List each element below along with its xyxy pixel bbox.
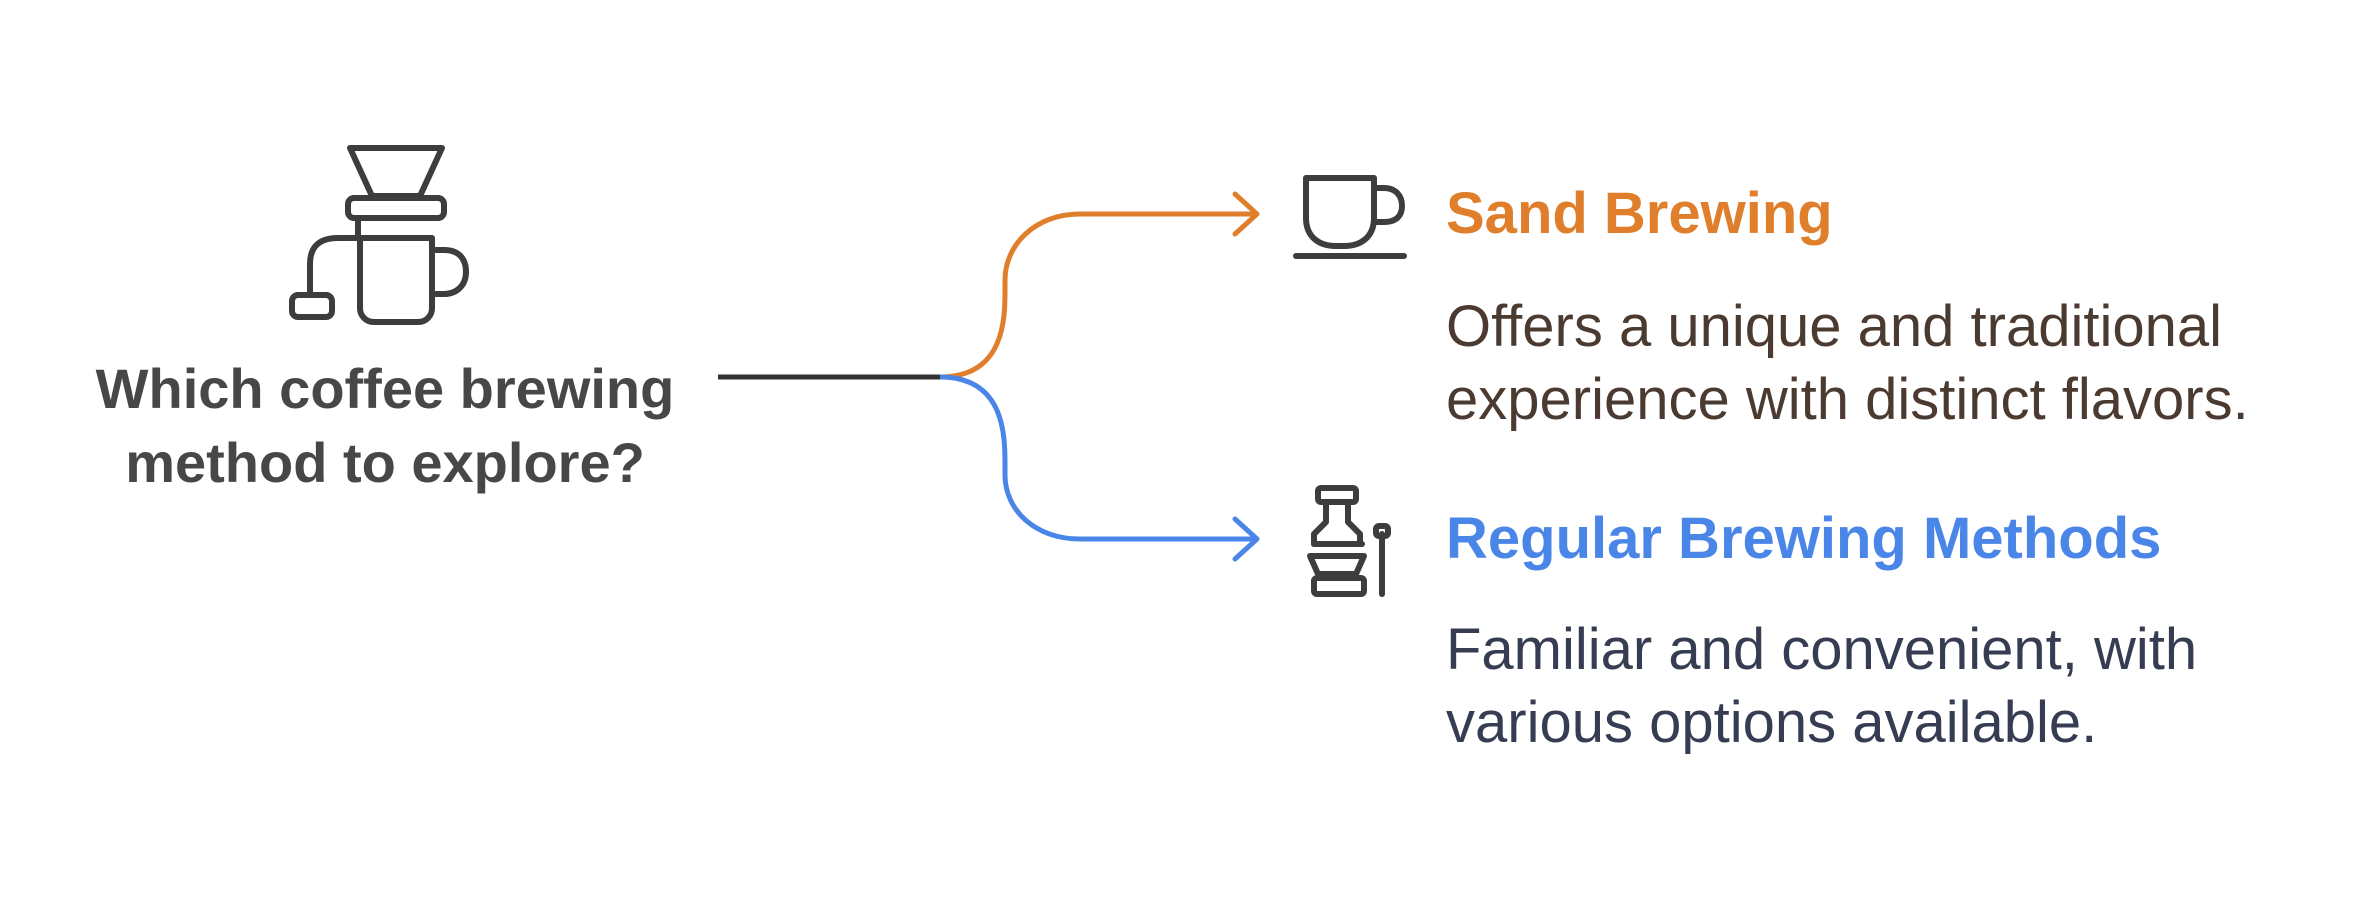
siphon-brewer-icon bbox=[1307, 485, 1391, 597]
pour-over-coffee-maker-icon bbox=[289, 145, 469, 325]
option-title-regular-brewing-methods: Regular Brewing Methods bbox=[1446, 506, 2162, 571]
arrowhead-regular bbox=[1232, 516, 1260, 562]
option-title-sand-brewing: Sand Brewing bbox=[1446, 181, 1833, 246]
branch-regular bbox=[939, 374, 1255, 542]
question-text: Which coffee brewing method to explore? bbox=[95, 357, 675, 494]
coffee-cup-icon bbox=[1293, 175, 1407, 259]
option-description-regular-brewing-methods: Familiar and convenient, with various op… bbox=[1446, 617, 2198, 755]
branch-sand bbox=[939, 211, 1255, 380]
option-description-sand-brewing: Offers a unique and traditional experien… bbox=[1446, 294, 2249, 432]
arrowhead-sand bbox=[1232, 191, 1260, 237]
